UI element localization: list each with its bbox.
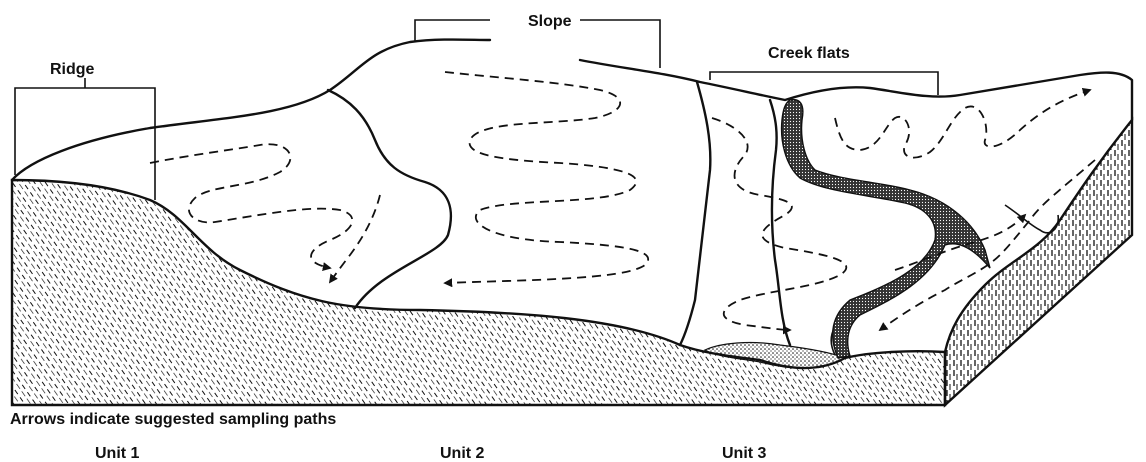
slope-upper-edge xyxy=(580,60,1132,120)
front-cross-section xyxy=(12,180,945,405)
boundary-unit1-unit2 xyxy=(328,90,451,308)
caption: Arrows indicate suggested sampling paths xyxy=(10,411,336,428)
sampling-path-unit1-b xyxy=(330,195,380,282)
creek-bank-mid xyxy=(789,100,942,355)
right-side-face xyxy=(945,120,1132,405)
ridge-label: Ridge xyxy=(50,61,95,78)
unit-1-label: Unit 1 xyxy=(95,445,140,462)
sampling-path-unit2 xyxy=(445,72,648,283)
unit-2-label: Unit 2 xyxy=(440,445,485,462)
creek-flats-label: Creek flats xyxy=(768,45,850,62)
sampling-path-unit3-flats xyxy=(835,90,1090,158)
slope-label: Slope xyxy=(528,13,572,30)
creek-point-bar xyxy=(1005,205,1058,233)
unit-3-label: Unit 3 xyxy=(722,445,767,462)
boundary-unit2-unit3 xyxy=(680,82,710,345)
